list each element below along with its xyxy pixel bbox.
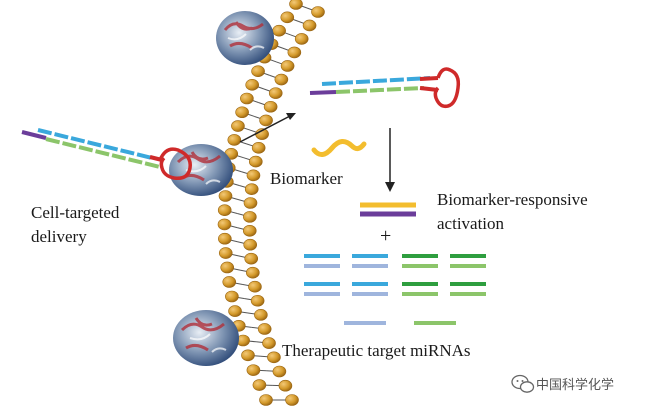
- lipid-head: [244, 183, 259, 195]
- lipid-head: [280, 60, 295, 72]
- lipid-head: [243, 197, 258, 209]
- label-therapeutic-mirnas: Therapeutic target miRNAs: [282, 341, 471, 360]
- biomarker-duplex: [360, 202, 416, 217]
- lipid-head: [248, 280, 262, 293]
- wechat-icon: [511, 374, 535, 393]
- lipid-head: [244, 252, 259, 265]
- lipid-head: [280, 11, 295, 24]
- lipid-head: [227, 134, 242, 146]
- lipid-head: [245, 79, 259, 91]
- label-biomarker: Biomarker: [270, 169, 343, 188]
- label-cell-targeted: Cell-targeted: [31, 203, 120, 222]
- lipid-head: [251, 142, 266, 154]
- biomarker-icon: [311, 139, 367, 157]
- lipid-head: [240, 92, 254, 105]
- arrow-down-activation: [385, 128, 395, 192]
- lipid-head: [294, 33, 309, 45]
- lipid-head: [220, 261, 235, 274]
- membrane-inner-leaflet: [242, 6, 325, 406]
- lipid-head: [267, 351, 281, 364]
- lipid-head: [217, 204, 232, 216]
- released-probe-construct: [309, 67, 461, 109]
- lipid-head: [262, 337, 276, 349]
- lipid-head: [272, 365, 287, 378]
- lipid-head: [302, 19, 317, 32]
- lipid-head: [251, 65, 265, 77]
- lipid-head: [263, 100, 278, 113]
- targeted-probe-construct: [21, 128, 192, 181]
- lipid-head: [259, 114, 273, 127]
- lipid-head: [289, 0, 303, 10]
- watermark-text: 中国科学化学: [536, 378, 615, 393]
- lipid-head: [225, 290, 239, 303]
- lipid-head: [246, 364, 261, 376]
- lipid-head: [242, 224, 257, 237]
- membrane-protein-top: [216, 11, 274, 65]
- lipid-head: [228, 305, 242, 317]
- label-delivery: delivery: [31, 227, 87, 246]
- lipid-head: [231, 120, 245, 132]
- mirna-duplex-grid: [304, 254, 486, 296]
- lipid-head: [257, 323, 272, 335]
- lipid-head: [250, 294, 265, 307]
- lipid-head: [243, 238, 258, 251]
- lipid-head: [311, 6, 325, 18]
- lipid-head: [254, 309, 268, 321]
- lipid-head: [252, 379, 267, 391]
- lipid-head: [272, 24, 286, 37]
- lipid-head: [217, 218, 232, 231]
- lipid-head: [278, 379, 293, 392]
- arrow-to-release: [239, 113, 296, 143]
- lipid-head: [287, 46, 302, 59]
- lipid-head: [246, 266, 260, 279]
- lipid-head: [241, 349, 255, 362]
- membrane-protein-bottom: [173, 310, 239, 366]
- membrane-protein-middle: [169, 144, 233, 196]
- lipid-head: [259, 394, 273, 406]
- lipid-head: [268, 87, 283, 99]
- label-activation: activation: [437, 214, 505, 233]
- lipid-head: [218, 247, 233, 259]
- lipid-head: [274, 73, 289, 86]
- label-biomarker-responsive: Biomarker-responsive: [437, 190, 588, 209]
- lipid-head: [218, 190, 233, 202]
- lipid-head: [243, 211, 257, 223]
- lipid-head: [222, 276, 237, 288]
- lipid-head: [246, 169, 261, 182]
- lipid-head: [235, 106, 249, 119]
- plus-sign: +: [380, 225, 392, 247]
- lipid-head: [285, 394, 299, 406]
- lipid-head: [218, 232, 232, 245]
- lipid-head: [248, 155, 263, 168]
